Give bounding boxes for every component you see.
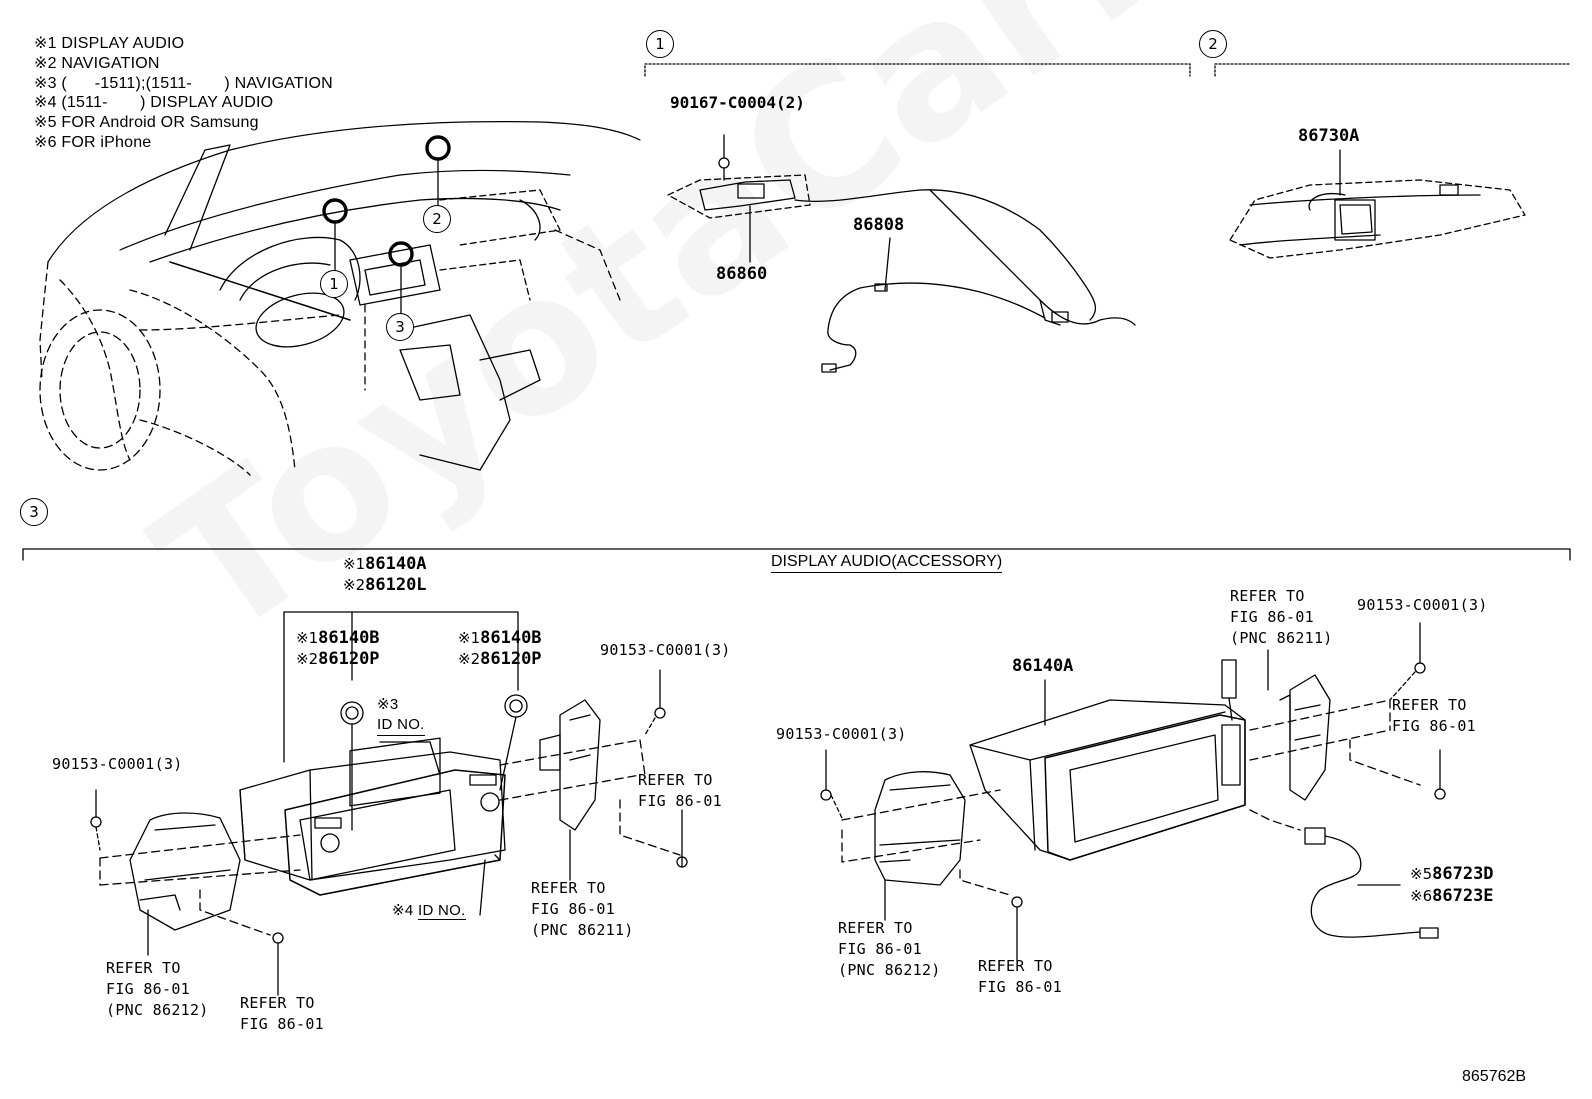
refer-rm-line2: FIG 86-01 (638, 792, 722, 810)
part-86808: 86808 (853, 215, 905, 235)
refer-bl-line1: REFER TO (106, 959, 181, 977)
roof-console-assembly (1229, 149, 1526, 259)
da-refer-bl-line2: FIG 86-01 (838, 940, 922, 958)
dashboard-overview (39, 121, 641, 476)
refer-br-line3: (PNC 86211) (531, 921, 634, 939)
refer-bm-line2: FIG 86-01 (240, 1015, 324, 1033)
da-refer-bm-line1: REFER TO (978, 957, 1053, 975)
da-refer-top-line3: (PNC 86211) (1230, 629, 1333, 647)
microphone-assembly (667, 134, 1136, 373)
part-da-screw-left: 90153-C0001(3) (776, 725, 907, 743)
callout-1: 1 (646, 30, 674, 58)
refer-bl-line2: FIG 86-01 (106, 980, 190, 998)
note-6: ※6 FOR iPhone (34, 133, 152, 151)
part-knob-left-2: ※286120P (296, 649, 380, 669)
note-2: ※2 NAVIGATION (34, 54, 160, 72)
note-1: ※1 DISPLAY AUDIO (34, 35, 185, 52)
part-screw-left: 90153-C0001(3) (52, 755, 183, 773)
part-screw-mid: 90153-C0001(3) (600, 641, 731, 659)
part-knob-left-1: ※186140B (296, 628, 380, 648)
da-refer-right-line2: FIG 86-01 (1392, 717, 1476, 735)
section-3-bracket (22, 548, 1571, 561)
part-knob-right-1: ※186140B (458, 628, 542, 648)
da-refer-bl-line1: REFER TO (838, 919, 913, 937)
part-usb-86723D: ※586723D (1410, 864, 1494, 884)
refer-br-line1: REFER TO (531, 879, 606, 897)
overview-callout-1: 1 (320, 270, 348, 298)
callout-3: 3 (20, 498, 48, 526)
part-head-unit-2: ※286120L (343, 575, 427, 595)
section-title: DISPLAY AUDIO(ACCESSORY) (771, 553, 1003, 573)
part-knob-right-2: ※286120P (458, 649, 542, 669)
section-2-bracket (1214, 63, 1571, 77)
da-refer-bm-line2: FIG 86-01 (978, 978, 1062, 996)
da-refer-right-line1: REFER TO (1392, 696, 1467, 714)
part-da-86140A: 86140A (1012, 656, 1074, 676)
id-no-3-mark: ※3 (377, 696, 399, 713)
id-no-4: ※4 ID NO. (392, 902, 466, 920)
part-da-screw-right: 90153-C0001(3) (1357, 596, 1488, 614)
notes-legend: ※1 DISPLAY AUDIO ※2 NAVIGATION ※3 ( -151… (34, 34, 333, 153)
da-refer-top-line1: REFER TO (1230, 587, 1305, 605)
part-head-unit-1: ※186140A (343, 554, 427, 574)
overview-callout-3: 3 (386, 313, 414, 341)
id-no-3: ID NO. (377, 714, 425, 736)
da-refer-top-line2: FIG 86-01 (1230, 608, 1314, 626)
section-1-bracket (644, 63, 1191, 77)
callout-2: 2 (1199, 30, 1227, 58)
da-refer-bl-line3: (PNC 86212) (838, 961, 941, 979)
overview-callout-2: 2 (423, 205, 451, 233)
refer-bm-line1: REFER TO (240, 994, 315, 1012)
display-audio-unit (820, 622, 1446, 961)
part-86730A: 86730A (1298, 126, 1360, 146)
diagram-id: 865762B (1462, 1068, 1527, 1085)
part-screw-90167: 90167-C0004(2) (670, 93, 805, 112)
note-5: ※5 FOR Android OR Samsung (34, 114, 259, 132)
refer-br-line2: FIG 86-01 (531, 900, 615, 918)
note-4: ※4 (1511- ) DISPLAY AUDIO (34, 94, 274, 112)
navigation-head-unit (90, 611, 688, 996)
part-usb-86723E: ※686723E (1410, 886, 1494, 906)
refer-rm-line1: REFER TO (638, 771, 713, 789)
part-86860: 86860 (716, 264, 768, 284)
refer-bl-line3: (PNC 86212) (106, 1001, 209, 1019)
note-3: ※3 ( -1511);(1511- ) NAVIGATION (34, 74, 333, 92)
